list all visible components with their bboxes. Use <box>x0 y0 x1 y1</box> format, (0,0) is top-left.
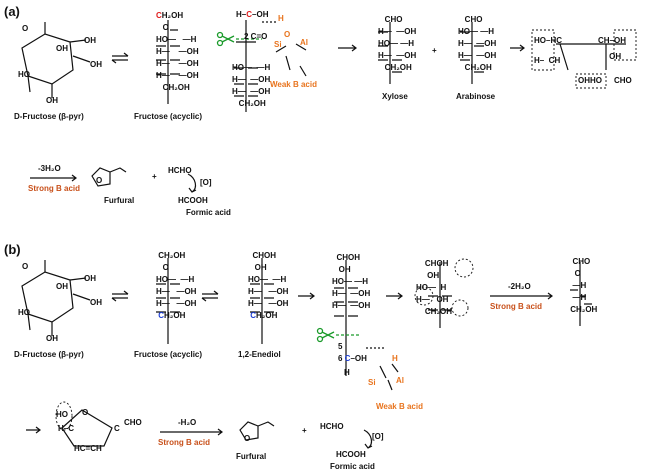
panel-label-a: (a) <box>4 4 20 19</box>
label-fructose-acyclic-b: Fructose (acyclic) <box>134 350 203 359</box>
label-formic-acid-a: Formic acid <box>186 208 231 217</box>
scissors-icon <box>216 31 262 47</box>
label-strong-acid-a: Strong B acid <box>28 184 81 193</box>
formula-hcho-b: HCHO <box>320 422 344 431</box>
label-d-fructose-pyr-a: D-Fructose (β-pyr) <box>14 112 84 121</box>
label-furfural-a: Furfural <box>104 196 135 205</box>
label-strong-acid-b2: Strong B acid <box>158 438 211 447</box>
label-weak-acid-b: Weak B acid <box>376 402 423 411</box>
label-fructose-acyclic-a: Fructose (acyclic) <box>134 112 203 121</box>
label-weak-acid-a: Weak B acid <box>270 80 317 89</box>
label-d-fructose-pyr-b: D-Fructose (β-pyr) <box>14 350 84 359</box>
panel-label-b: (b) <box>4 242 21 257</box>
formula-hcooh-b: HCOOH <box>336 450 366 459</box>
label-dehydration-a: -3H₂O <box>38 164 61 173</box>
scissors-icon-b <box>316 327 360 343</box>
label-formic-acid-b: Formic acid <box>330 462 375 471</box>
label-arabinose: Arabinose <box>456 92 496 101</box>
label-dehydration-b2: -H₂O <box>178 418 197 427</box>
label-xylose: Xylose <box>382 92 408 101</box>
label-dehydration-b1: -2H₂O <box>508 282 531 291</box>
label-strong-acid-b1: Strong B acid <box>490 302 543 311</box>
formula-hcooh-a: HCOOH <box>178 196 208 205</box>
formula-hcho-a: HCHO <box>168 166 192 175</box>
label-enediol: 1,2-Enediol <box>238 350 281 359</box>
label-furfural-b: Furfural <box>236 452 267 461</box>
